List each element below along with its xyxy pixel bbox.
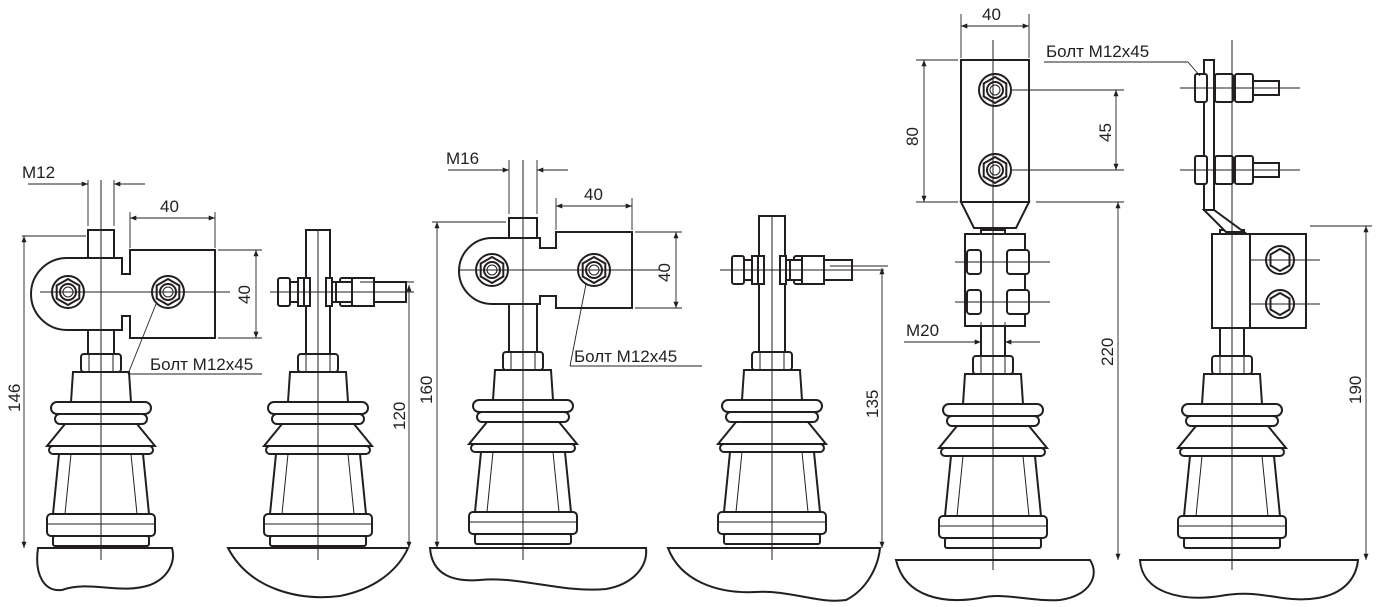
dim-d5-hole-spacing: 45 xyxy=(1096,123,1115,142)
thread-label-m16: M16 xyxy=(446,149,479,168)
dim-d3-plate-height: 40 xyxy=(655,263,674,282)
dim-d4-height: 135 xyxy=(863,390,882,418)
dim-d5-plate-height: 80 xyxy=(903,127,922,146)
thread-label-m12: M12 xyxy=(22,163,55,182)
drawing-5-front: 40 80 45 220 M20 xyxy=(894,5,1124,602)
drawing-4-side: 135 xyxy=(666,215,888,602)
dim-d1-plate-height: 40 xyxy=(235,285,254,304)
dim-d2-height: 120 xyxy=(390,402,409,430)
dim-d1-plate-width: 40 xyxy=(160,197,179,216)
thread-label-m20: M20 xyxy=(906,321,939,340)
bolt-label-1: Болт М12х45 xyxy=(150,355,253,374)
dim-d6-height: 190 xyxy=(1346,376,1365,404)
dim-d3-plate-width: 40 xyxy=(584,185,603,204)
drawing-1-front: M12 40 40 146 Болт М12х45 xyxy=(5,163,262,592)
drawing-6-side: 190 Болт М12х45 xyxy=(1044,40,1372,601)
bolt-label-2: Болт М12х45 xyxy=(574,347,677,366)
drawing-2-side: 120 xyxy=(226,229,414,599)
dim-d1-total-height: 146 xyxy=(5,384,24,412)
bolt-label-top: Болт М12х45 xyxy=(1046,42,1149,61)
dim-d3-total-height: 160 xyxy=(417,376,436,404)
dim-d5-total-height: 220 xyxy=(1098,338,1117,366)
dim-d5-plate-width: 40 xyxy=(982,5,1001,24)
drawing-3-front: M16 40 40 160 Болт М12х45 xyxy=(417,149,702,591)
